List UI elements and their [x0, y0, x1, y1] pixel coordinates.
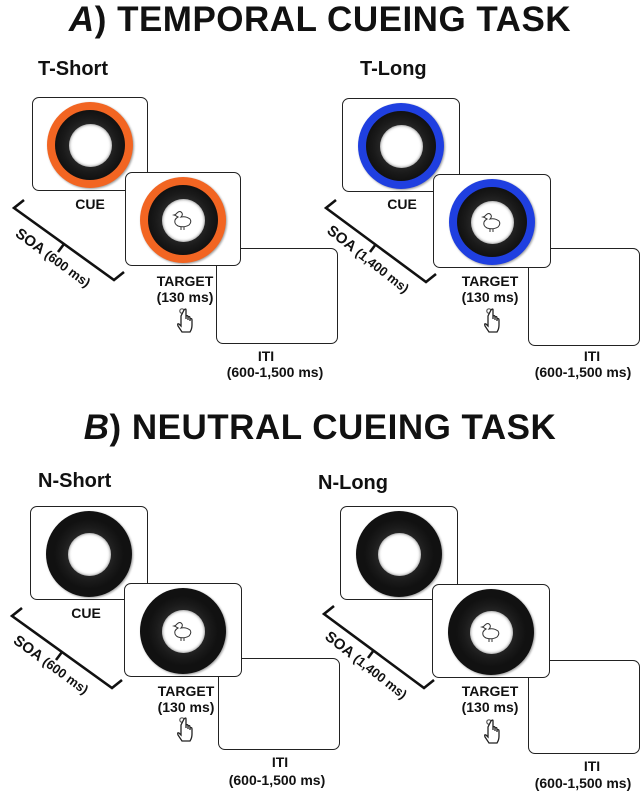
- soa-bracket: [323, 198, 437, 284]
- target-screen: [125, 172, 241, 266]
- cue-label: CUE: [71, 605, 101, 621]
- pointing-hand-icon: [484, 719, 500, 744]
- duck-icon: [480, 623, 500, 642]
- target-duration: (130 ms): [156, 289, 214, 305]
- target-label: TARGET: [157, 683, 215, 699]
- condition-label: N-Long: [318, 472, 388, 494]
- iti-label: ITI: [583, 758, 601, 774]
- soa-bracket: [321, 604, 435, 690]
- pointing-hand-icon: [484, 308, 500, 333]
- section-b-letter: B: [83, 408, 110, 447]
- cue-label: CUE: [387, 196, 417, 212]
- cue-screen: [32, 97, 148, 191]
- section-a-title-text: ) TEMPORAL CUEING TASK: [94, 0, 572, 39]
- ring-inner-band: [148, 185, 218, 255]
- ring-inner-band: [54, 519, 124, 589]
- ring-inner-band: [55, 110, 125, 180]
- iti-duration: (600-1,500 ms): [534, 775, 632, 791]
- condition-label: N-Short: [38, 470, 112, 492]
- cue-ring: [356, 511, 442, 597]
- iti-duration: (600-1,500 ms): [534, 364, 632, 380]
- condition-label: T-Long: [360, 58, 427, 80]
- ring-inner-band: [364, 519, 434, 589]
- section-b-title-text: ) NEUTRAL CUEING TASK: [109, 408, 557, 447]
- ring-center: [378, 533, 421, 576]
- section-b-title: B) NEUTRAL CUEING TASK: [0, 408, 640, 448]
- target-label: TARGET: [461, 273, 519, 289]
- target-duration: (130 ms): [461, 699, 519, 715]
- section-a-letter: A: [68, 0, 95, 39]
- iti-duration: (600-1,500 ms): [228, 772, 326, 788]
- soa-bracket: [9, 606, 123, 690]
- ring-inner-band: [366, 111, 436, 181]
- pointing-hand-icon: [177, 308, 193, 333]
- cue-ring: [358, 103, 444, 189]
- iti-duration: (600-1,500 ms): [226, 364, 324, 380]
- cue-label: CUE: [75, 196, 105, 212]
- ring-center: [68, 533, 111, 576]
- target-duration: (130 ms): [157, 699, 215, 715]
- target-label: TARGET: [156, 273, 214, 289]
- cue-ring: [46, 511, 132, 597]
- target-screen: [433, 174, 551, 268]
- ring-center: [380, 125, 423, 168]
- ring-center: [69, 124, 112, 167]
- target-screen: [432, 584, 550, 678]
- iti-label: ITI: [257, 348, 275, 364]
- target-screen: [124, 583, 242, 677]
- duck-icon: [172, 622, 192, 641]
- condition-label: T-Short: [38, 58, 108, 80]
- target-ring: [140, 177, 226, 263]
- duck-icon: [172, 211, 192, 230]
- soa-bracket: [11, 198, 125, 282]
- cue-ring: [47, 102, 133, 188]
- pointing-hand-icon: [177, 717, 193, 742]
- target-label: TARGET: [461, 683, 519, 699]
- target-duration: (130 ms): [461, 289, 519, 305]
- duck-icon: [481, 213, 501, 232]
- iti-label: ITI: [271, 754, 289, 770]
- section-a-title: A) TEMPORAL CUEING TASK: [0, 0, 640, 40]
- iti-label: ITI: [583, 348, 601, 364]
